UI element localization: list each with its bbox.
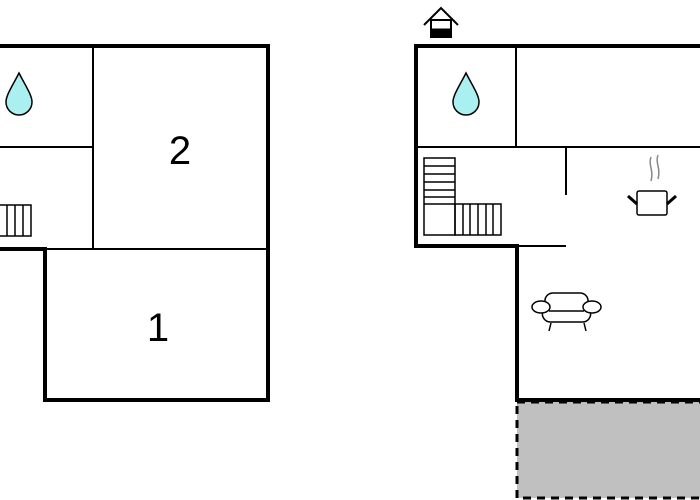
cooking-pot-icon: [627, 154, 677, 216]
room-label-1: 1: [147, 306, 169, 350]
floor-plan-ground: [414, 6, 700, 500]
terrace: [515, 400, 700, 500]
stairs-icon: [423, 157, 502, 236]
armchair-icon: [531, 292, 602, 332]
water-drop-icon: [452, 71, 480, 116]
floor-plan-upper: 2 1: [0, 44, 270, 402]
outer-wall: [0, 44, 270, 402]
room-label-2: 2: [169, 129, 191, 173]
entrance-icon: [423, 6, 459, 38]
stairs-icon: [0, 204, 32, 237]
water-drop-icon: [5, 71, 33, 116]
outer-wall: [414, 44, 700, 402]
